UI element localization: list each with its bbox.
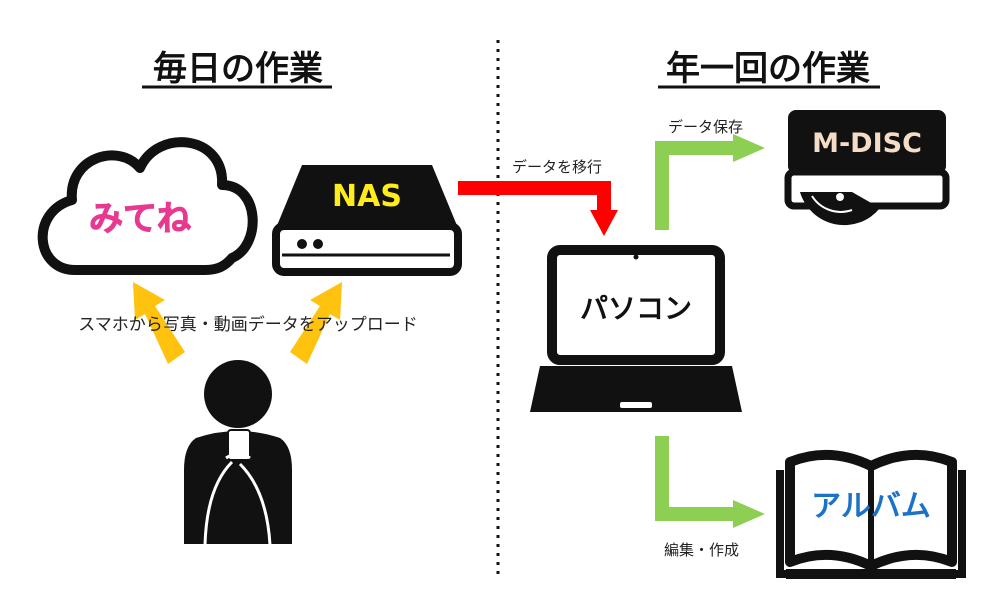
- person-phone-icon: [184, 360, 292, 546]
- upload-arrow-cloud: [133, 282, 185, 364]
- migrate-caption: データを移行: [512, 158, 602, 176]
- save-caption: データ保存: [668, 118, 743, 136]
- open-book-icon: [776, 449, 966, 579]
- laptop-icon: [530, 245, 742, 412]
- mdisc-label: M-DISC: [812, 128, 922, 159]
- cloud-icon: [37, 137, 258, 275]
- album-label: アルバム: [811, 489, 931, 524]
- migrate-arrow: [458, 181, 618, 236]
- yearly-title: 年一回の作業: [666, 49, 870, 89]
- nas-label: NAS: [332, 179, 402, 214]
- edit-caption: 編集・作成: [664, 541, 739, 559]
- daily-title: 毎日の作業: [153, 49, 323, 89]
- optical-drive-icon: [784, 110, 950, 226]
- cloud-label: みてね: [89, 199, 191, 239]
- laptop-label: パソコン: [580, 292, 692, 325]
- nas-icon: [272, 165, 462, 276]
- edit-arrow: [655, 436, 765, 528]
- upload-arrow-nas: [290, 282, 342, 364]
- save-arrow: [655, 134, 765, 230]
- upload-caption: スマホから写真・動画データをアップロード: [78, 314, 418, 335]
